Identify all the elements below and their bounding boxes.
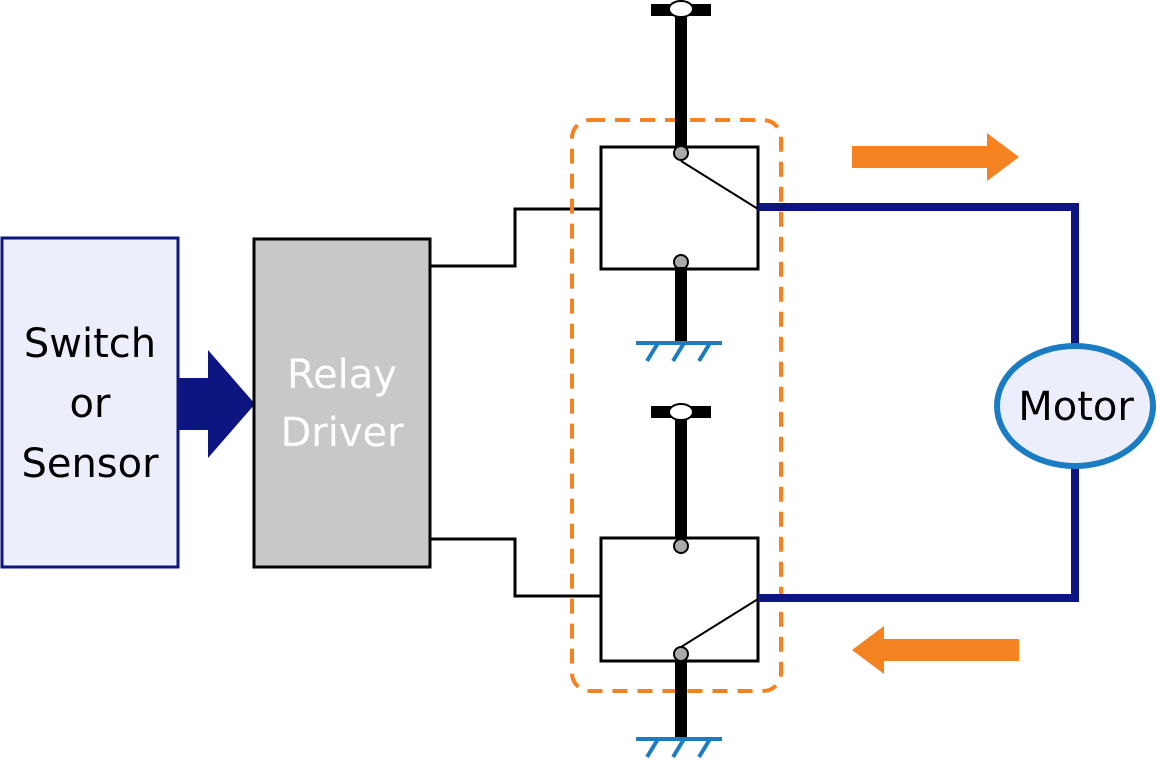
ground-upper-icon — [636, 341, 722, 363]
relay-driver-box — [252, 237, 432, 569]
switch-sensor-block: Switch or Sensor — [0, 236, 180, 569]
upper-relay-box — [599, 145, 760, 271]
upper-relay-contact-top-icon — [673, 145, 689, 161]
lower-relay-contact-top-icon — [673, 538, 689, 554]
motor-circle — [994, 343, 1156, 469]
control-wire-upper — [430, 207, 601, 268]
lower-relay-switch-arm — [680, 598, 759, 648]
input-arrow-icon — [179, 350, 255, 458]
switch-sensor-label-line-2: or — [70, 381, 111, 427]
switch-sensor-label-line-3: Sensor — [21, 441, 159, 487]
upper-relay — [599, 0, 760, 363]
motor: Motor — [994, 343, 1156, 469]
lower-relay — [599, 403, 760, 759]
ground-lower-icon — [636, 737, 722, 759]
relay-driver-label-line-1: Relay — [287, 352, 397, 398]
motor-wire-upper — [758, 203, 1079, 350]
switch-sensor-label-line-1: Switch — [24, 321, 156, 367]
supply-rail-upper — [675, 9, 687, 153]
direction-arrow-right-icon — [852, 133, 1019, 181]
supply-terminal-node-upper — [668, 0, 694, 18]
supply-terminal-node-lower — [668, 403, 694, 421]
ground-rail-upper — [675, 267, 687, 343]
relay-driver-block: Relay Driver — [252, 237, 432, 569]
lower-relay-contact-bottom-icon — [673, 646, 689, 662]
motor-wire-lower — [758, 465, 1079, 602]
upper-relay-switch-arm — [680, 160, 759, 210]
motor-label: Motor — [1018, 384, 1134, 430]
direction-arrow-left-icon — [852, 626, 1019, 674]
ground-rail-lower — [675, 660, 687, 739]
lower-relay-box — [599, 536, 760, 663]
switch-sensor-box — [0, 236, 180, 569]
relay-driver-label-line-2: Driver — [280, 410, 404, 456]
supply-rail-lower — [675, 412, 687, 546]
upper-relay-contact-bottom-icon — [673, 254, 689, 270]
control-wire-lower — [430, 537, 601, 598]
